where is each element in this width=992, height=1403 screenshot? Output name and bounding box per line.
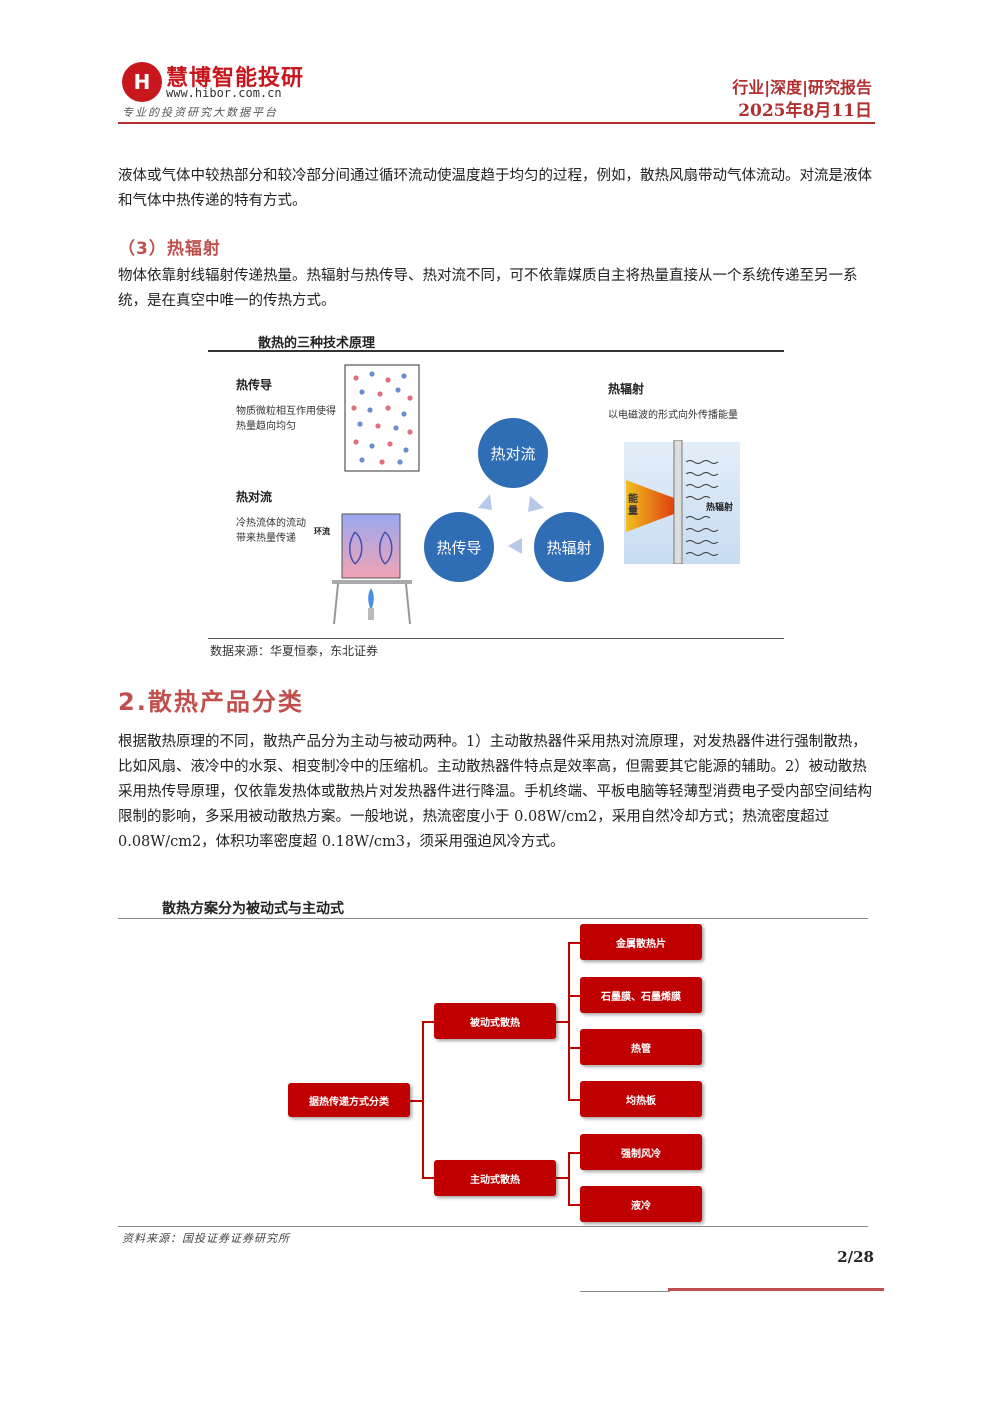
connector xyxy=(410,1100,424,1102)
figure1-title: 散热的三种技术原理 xyxy=(258,336,376,351)
figure1-source: 数据来源：华夏恒泰，东北证券 xyxy=(210,644,379,658)
figure1-bottom-rule xyxy=(208,638,784,639)
passive-item-node: 石墨膜、石墨烯膜 xyxy=(580,977,702,1013)
figure2-source: 资料来源：国投证券证券研究所 xyxy=(122,1232,290,1245)
active-item-node: 液冷 xyxy=(580,1186,702,1222)
energy-label: 能量 xyxy=(628,494,638,517)
figure2-title: 散热方案分为被动式与主动式 xyxy=(162,901,344,917)
paragraph-radiation: 物体依靠射线辐射传递热量。热辐射与热传导、热对流不同，可不依靠媒质自主将热量直接… xyxy=(118,268,858,309)
subheading-radiation: （3）热辐射 xyxy=(118,239,221,259)
passive-item-node: 均热板 xyxy=(580,1081,702,1117)
section2-title: 2.散热产品分类 xyxy=(118,688,304,716)
connector xyxy=(568,942,570,1099)
conduction-desc: 物质微粒相互作用使得热量趋向均匀 xyxy=(236,406,336,432)
radiation-desc: 以电磁波的形式向外传播能量 xyxy=(608,410,738,421)
passive-item-node: 热管 xyxy=(580,1029,702,1065)
paragraph-product-classification: 根据散热原理的不同，散热产品分为主动与被动两种。1）主动散热器件采用热对流原理，… xyxy=(118,734,872,850)
connector xyxy=(568,1152,570,1205)
report-date: 2025年8月11日 xyxy=(738,101,872,121)
figure1-top-rule xyxy=(208,350,784,352)
connector xyxy=(568,1204,580,1206)
root-node: 据热传递方式分类 xyxy=(288,1083,410,1117)
report-type: 行业|深度|研究报告 xyxy=(732,78,872,97)
brand-url[interactable]: www.hibor.com.cn xyxy=(166,86,282,100)
page-number: 2/28 xyxy=(837,1248,874,1266)
connector xyxy=(422,1177,434,1179)
connector xyxy=(556,1021,570,1023)
footer-rule-gray xyxy=(580,1291,670,1292)
figure2-top-rule xyxy=(118,918,868,919)
convection-beaker-illustration xyxy=(332,513,412,625)
radiation-title: 热辐射 xyxy=(608,382,645,396)
convection-desc: 冷热流体的流动带来热量传递 xyxy=(236,518,306,544)
connector xyxy=(568,995,580,997)
convection-tag: 环流 xyxy=(314,527,330,536)
conduction-title: 热传导 xyxy=(236,378,273,392)
connector xyxy=(568,1047,580,1049)
connector xyxy=(556,1177,570,1179)
active-node: 主动式散热 xyxy=(434,1160,556,1196)
header-rule xyxy=(118,122,875,124)
connector xyxy=(422,1021,434,1023)
figure2-bottom-rule xyxy=(118,1226,868,1227)
connector xyxy=(422,1021,424,1178)
brand-slogan: 专业的投资研究大数据平台 xyxy=(122,106,278,119)
cycle-convection-node: 热对流 xyxy=(478,418,548,488)
connector xyxy=(568,1099,580,1101)
brand-name: 慧博智能投研 xyxy=(166,66,305,91)
logo-mark: H xyxy=(122,62,162,102)
footer-rule-red xyxy=(668,1288,884,1291)
radiation-illustration xyxy=(624,440,740,564)
paragraph-convection: 液体或气体中较热部分和较冷部分间通过循环流动使温度趋于均匀的过程，例如，散热风扇… xyxy=(118,168,872,209)
connector xyxy=(568,1152,580,1154)
cycle-conduction-node: 热传导 xyxy=(424,512,494,582)
conduction-particles-illustration xyxy=(344,364,420,472)
cycle-radiation-node: 热辐射 xyxy=(534,512,604,582)
passive-item-node: 金属散热片 xyxy=(580,924,702,960)
active-item-node: 强制风冷 xyxy=(580,1134,702,1170)
passive-node: 被动式散热 xyxy=(434,1003,556,1039)
radiation-tag: 热辐射 xyxy=(706,503,734,513)
cycle-arrows xyxy=(478,494,544,554)
connector xyxy=(568,942,580,944)
convection-title: 热对流 xyxy=(236,490,273,504)
